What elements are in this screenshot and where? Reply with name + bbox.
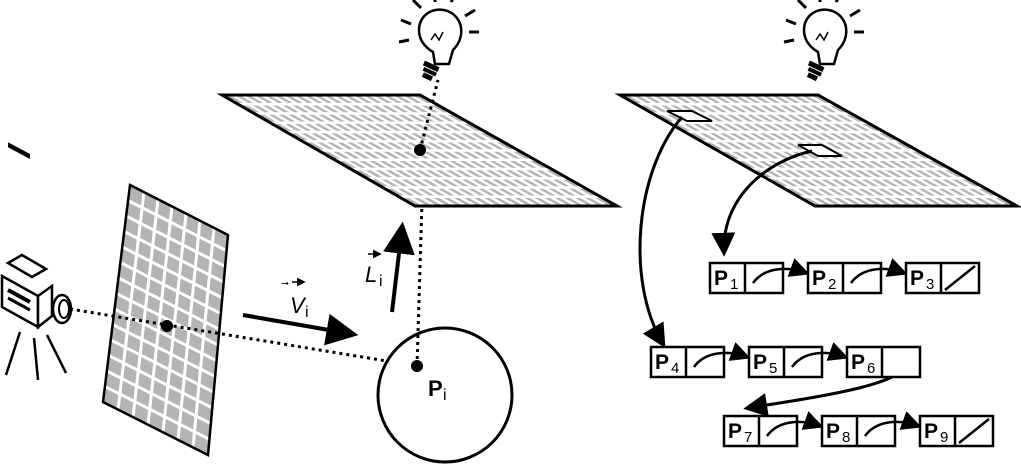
grid-line: [106, 369, 212, 425]
photon-node-box: [722, 414, 799, 448]
photon-subscript: 1: [730, 276, 738, 293]
view-ray: [69, 307, 418, 368]
photon-subscript: 6: [867, 360, 875, 377]
photon-label: P: [924, 420, 938, 443]
surface-point: [411, 360, 423, 372]
grid-line: [123, 230, 225, 284]
grid-line: [125, 214, 226, 268]
cell-to-list-1-arrow: [711, 149, 813, 257]
next-pointer-arrow: [765, 411, 824, 437]
cell-to-list-2-arrow: [638, 116, 684, 349]
null-pointer-slash: [944, 265, 976, 291]
camera-icon: [0, 142, 73, 381]
surface-point-subscript: i: [443, 387, 447, 404]
light-bulb-icon: [398, 0, 479, 82]
photon-node-box: [747, 345, 824, 379]
photon-label: P: [728, 420, 742, 443]
photon-label: P: [655, 351, 669, 374]
grid-line: [110, 338, 215, 394]
light-ray: [418, 79, 440, 151]
grid-line: [117, 276, 221, 331]
light-grid-point: [414, 144, 426, 156]
photon-node-box: [649, 345, 726, 379]
sphere: [376, 326, 514, 464]
photon-label: P: [714, 267, 728, 290]
photon-label: P: [812, 267, 826, 290]
light-vector-label: L: [365, 262, 377, 287]
next-pointer-arrow: [692, 342, 751, 368]
null-pointer-slash: [958, 418, 990, 444]
photon-subscript: 3: [926, 276, 934, 293]
next-pointer-arrow: [751, 258, 810, 284]
photon-node-box: [806, 261, 883, 295]
photon-label: P: [826, 420, 840, 443]
photon-subscript: 9: [940, 429, 948, 446]
surface-point-label: P: [428, 376, 443, 401]
photon-node-box: [845, 345, 922, 379]
grid-line: [111, 323, 216, 378]
grid-line: [113, 307, 218, 363]
photon-subscript: 2: [828, 276, 836, 293]
grid-line: [121, 245, 223, 300]
grid-line: [115, 292, 219, 347]
photon-node-box: [918, 414, 995, 448]
light-grid-left: [216, 93, 623, 208]
view-vector-subscript: i: [305, 304, 309, 321]
photon-label: P: [851, 351, 865, 374]
photon-label: P: [910, 267, 924, 290]
photon-label: P: [753, 351, 767, 374]
image-plane: [101, 183, 230, 457]
light-grid-right: [614, 93, 1021, 208]
grid-line: [104, 385, 211, 441]
grid-line: [127, 199, 228, 253]
next-pointer-arrow: [790, 342, 849, 368]
next-pointer-arrow: [849, 258, 908, 284]
view-vector-arrow: [242, 313, 359, 346]
light-vector-arrow: [383, 221, 415, 313]
view-vector-label: V: [290, 293, 307, 318]
image-plane-point: [161, 320, 173, 332]
photon-node-box: [820, 414, 897, 448]
photon-subscript: 4: [671, 360, 679, 377]
light-vector-subscript: i: [379, 273, 383, 290]
photon-node-box: [708, 261, 785, 295]
view-vector-arrow-head: ⃗: [281, 281, 289, 286]
photon-node-box: [904, 261, 981, 295]
next-pointer-arrow: [863, 411, 922, 437]
photon-subscript: 8: [842, 429, 850, 446]
photon-subscript: 5: [769, 360, 777, 377]
light-bulb-icon: [783, 0, 864, 82]
grid-line: [108, 354, 213, 410]
grid-line: [119, 261, 222, 315]
photon-subscript: 7: [744, 429, 752, 446]
